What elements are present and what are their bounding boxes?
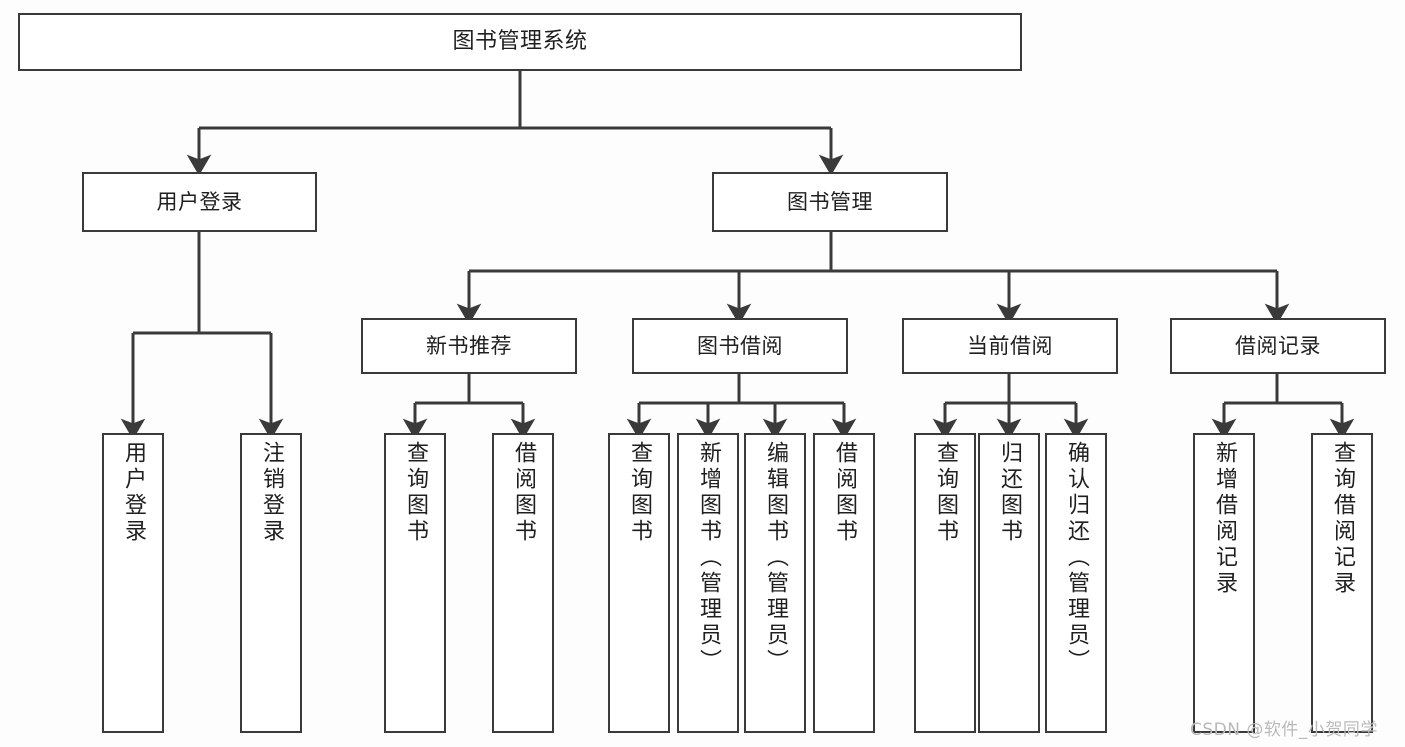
node-label: 确认归还（管理员） (1064, 441, 1089, 675)
node-label: 新增图书（管理员） (696, 441, 721, 675)
node-label: 编辑图书（管理员） (763, 441, 788, 675)
node-root-book-management-system[interactable]: 图书管理系统 (18, 13, 1022, 71)
node-label: 当前借阅 (967, 333, 1053, 358)
node-label: 借阅图书 (511, 441, 536, 545)
node-current-borrow[interactable]: 当前借阅 (902, 318, 1118, 374)
node-leaf-query-book-borrow[interactable]: 查询图书 (608, 433, 670, 733)
node-leaf-add-book[interactable]: 新增图书（管理员） (677, 433, 739, 733)
node-label: 借阅记录 (1235, 333, 1321, 358)
node-label: 查询图书 (933, 441, 958, 545)
node-label: 注销登录 (259, 441, 284, 545)
node-label: 用户登录 (121, 441, 146, 545)
node-leaf-user-logout[interactable]: 注销登录 (240, 433, 302, 733)
node-book-manage[interactable]: 图书管理 (712, 172, 948, 232)
node-leaf-confirm-return[interactable]: 确认归还（管理员） (1045, 433, 1107, 733)
node-leaf-add-borrow-record[interactable]: 新增借阅记录 (1193, 433, 1255, 733)
node-label: 图书借阅 (697, 333, 783, 358)
csdn-watermark: CSDN @软件_小贺同学 (1190, 720, 1378, 740)
node-leaf-borrow-book[interactable]: 借阅图书 (813, 433, 875, 733)
node-label: 图书管理 (787, 189, 873, 214)
node-leaf-user-login[interactable]: 用户登录 (102, 433, 164, 733)
node-label: 新书推荐 (426, 333, 512, 358)
node-label: 用户登录 (156, 189, 243, 214)
node-leaf-query-book-current[interactable]: 查询图书 (914, 433, 976, 733)
node-new-book-recommend[interactable]: 新书推荐 (361, 318, 577, 374)
node-label: 借阅图书 (832, 441, 857, 545)
node-leaf-query-borrow-record[interactable]: 查询借阅记录 (1311, 433, 1373, 733)
node-leaf-return-book[interactable]: 归还图书 (978, 433, 1040, 733)
node-label: 图书管理系统 (452, 29, 588, 55)
node-borrow-record[interactable]: 借阅记录 (1170, 318, 1386, 374)
node-label: 查询借阅记录 (1330, 441, 1355, 597)
node-user-login[interactable]: 用户登录 (82, 172, 317, 232)
node-label: 新增借阅记录 (1212, 441, 1237, 597)
node-label: 查询图书 (403, 441, 428, 545)
node-leaf-query-book-recommend[interactable]: 查询图书 (384, 433, 446, 733)
node-label: 归还图书 (997, 441, 1022, 545)
node-book-borrow[interactable]: 图书借阅 (632, 318, 848, 374)
node-leaf-edit-book[interactable]: 编辑图书（管理员） (744, 433, 806, 733)
node-leaf-borrow-book-recommend[interactable]: 借阅图书 (492, 433, 554, 733)
node-label: 查询图书 (627, 441, 652, 545)
